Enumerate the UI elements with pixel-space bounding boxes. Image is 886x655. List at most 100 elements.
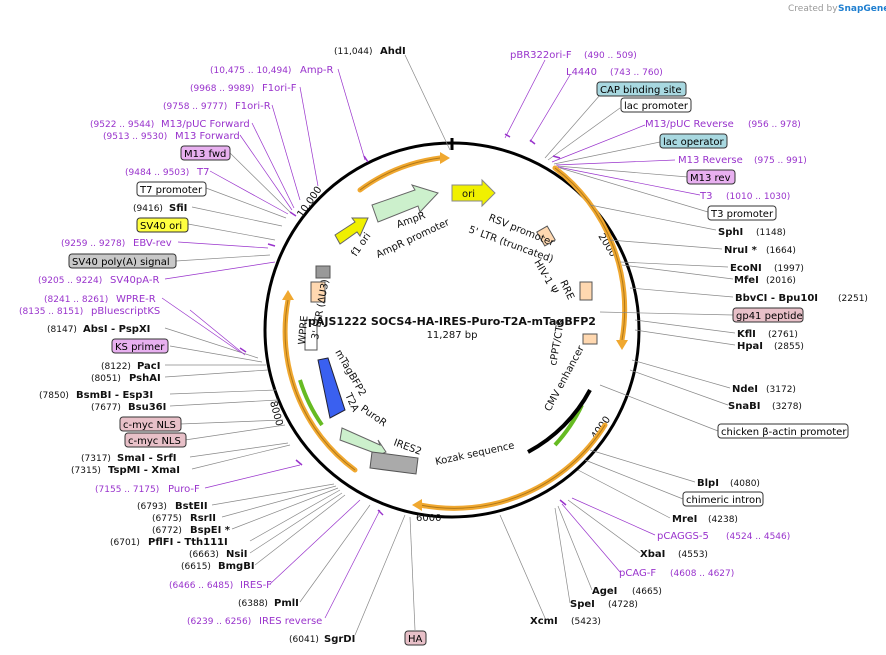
enzyme-agei: AgeI bbox=[592, 586, 617, 597]
primer-tick-7 bbox=[239, 347, 247, 353]
leader-cap bbox=[544, 94, 601, 159]
leader-ires-f bbox=[269, 499, 361, 585]
arc-2-line bbox=[554, 167, 626, 341]
enzyme-ahdi: AhdI bbox=[380, 46, 406, 57]
leader-pcag bbox=[561, 503, 621, 573]
ires2-feature bbox=[369, 451, 419, 475]
chimeric-intron-box bbox=[682, 491, 764, 507]
leader-xmai bbox=[191, 444, 291, 470]
enzyme-snabi-pos: (3278) bbox=[772, 402, 802, 412]
leader-bbvci bbox=[629, 287, 734, 298]
cmyc-nls-1-box bbox=[119, 416, 182, 432]
lac-promoter-label: lac promoter bbox=[624, 101, 689, 112]
sv40-polya-box bbox=[68, 253, 177, 269]
primer-tick-3 bbox=[552, 155, 561, 159]
ori-feature bbox=[451, 178, 496, 208]
leader-t3 bbox=[557, 166, 701, 196]
enzyme-bmgbi: BmgBI bbox=[218, 561, 255, 572]
leader-sfii bbox=[191, 206, 283, 227]
enzyme-xbai: XbaI bbox=[640, 549, 665, 560]
enzyme-smai-pos: (7317) bbox=[81, 454, 111, 464]
leader-amp-r bbox=[337, 68, 366, 161]
primer-m13-reverse: M13 Reverse bbox=[678, 155, 743, 166]
f1-ori-feature bbox=[334, 217, 369, 245]
primer-tick-8 bbox=[267, 243, 276, 247]
kozak-label: Kozak sequence bbox=[434, 440, 515, 468]
primer-f1ori-f: F1ori-F bbox=[262, 83, 297, 94]
cap-binding-box bbox=[596, 81, 687, 97]
primer-ires-rev-pos: (6239 .. 6256) bbox=[187, 617, 251, 627]
leader-xbai bbox=[567, 499, 641, 554]
arrow-head-4 bbox=[282, 290, 294, 300]
leader-nsii bbox=[249, 492, 343, 554]
gp41-box bbox=[732, 307, 804, 323]
enzyme-absi: AbsI - PspXI bbox=[83, 324, 150, 335]
enzyme-econi: EcoNI bbox=[730, 263, 762, 274]
leader-pcaggs bbox=[571, 497, 656, 536]
sv40-ori-box bbox=[136, 217, 189, 233]
enzyme-bsteii-pos: (6793) bbox=[137, 502, 167, 512]
primer-f1ori-r-pos: (9758 .. 9777) bbox=[163, 102, 227, 112]
leader-sphi bbox=[589, 204, 717, 231]
enzyme-mfei: MfeI bbox=[734, 275, 759, 286]
enzyme-bmgbi-pos: (6615) bbox=[181, 562, 211, 572]
plasmid-name: pAJS1222 SOCS4-HA-IRES-Puro-T2A-mTagBFP2 bbox=[308, 315, 596, 328]
enzyme-bsteii: BstEII bbox=[175, 501, 208, 512]
credit-text: Created by bbox=[788, 4, 838, 14]
cppt-block bbox=[582, 333, 598, 345]
primer-pbr322ori-f: pBR322ori-F bbox=[510, 50, 572, 61]
primer-f1ori-r: F1ori-R bbox=[235, 101, 271, 112]
ha-label: HA bbox=[408, 634, 423, 645]
leader-ndei bbox=[631, 359, 731, 389]
leader-m13rev bbox=[555, 159, 676, 166]
primer-puro-f: Puro-F bbox=[168, 484, 200, 495]
primer-amp-r: Amp-R bbox=[300, 65, 334, 76]
enzyme-paci: PacI bbox=[137, 361, 160, 372]
arc-1-line bbox=[359, 157, 441, 191]
primer-tick-4 bbox=[559, 499, 567, 506]
primer-pcaggs5-pos: (4524 .. 4546) bbox=[726, 532, 790, 542]
primer-m13puc-rev: M13/pUC Reverse bbox=[645, 119, 734, 130]
enzyme-sfii: SfiI bbox=[169, 203, 187, 214]
enzyme-bsmbi: BsmBI - Esp3I bbox=[76, 390, 153, 401]
primer-puro-f-pos: (7155 .. 7175) bbox=[95, 485, 159, 495]
lac-promoter-box bbox=[620, 97, 692, 113]
enzyme-pflfi-pos: (6701) bbox=[110, 538, 140, 548]
leader-blpi bbox=[589, 449, 696, 483]
wpre-block bbox=[304, 319, 318, 351]
primer-pbr322ori-f-pos: (490 .. 509) bbox=[584, 51, 637, 61]
leader-m13forward bbox=[239, 134, 293, 211]
primer-wpre-r: WPRE-R bbox=[116, 294, 156, 305]
ks-primer-box bbox=[111, 338, 169, 354]
m13-rev-box bbox=[686, 169, 736, 185]
leader-bsu36i bbox=[169, 399, 279, 407]
enzyme-bsu36i-pos: (7677) bbox=[91, 403, 121, 413]
ring-ticks: 2000 4000 6000 8000 10,000 bbox=[267, 185, 618, 524]
enzyme-pmli: PmlI bbox=[274, 598, 299, 609]
leader-t3prom bbox=[559, 167, 709, 213]
primer-ticks bbox=[239, 133, 567, 516]
enzyme-ndei-pos: (3172) bbox=[766, 385, 796, 395]
gp41-label: gp41 peptide bbox=[736, 311, 803, 322]
primer-tick-1 bbox=[504, 133, 511, 138]
primer-tick-2 bbox=[529, 139, 536, 145]
enzyme-hpai: HpaI bbox=[737, 341, 763, 352]
primer-pcag-f: pCAG-F bbox=[619, 568, 656, 579]
cap-binding-label: CAP binding site bbox=[600, 85, 682, 96]
leader-t7prom bbox=[205, 187, 287, 219]
enzyme-nsii: NsiI bbox=[226, 549, 247, 560]
leader-cmyc2 bbox=[184, 424, 286, 441]
tick-10000: 10,000 bbox=[295, 185, 324, 220]
leader-lacop bbox=[553, 141, 661, 165]
leader-bsmbi bbox=[169, 389, 277, 395]
enzyme-rsrii: RsrII bbox=[190, 513, 216, 524]
leader-pbr322 bbox=[504, 59, 546, 139]
ks-primer-label: KS primer bbox=[115, 342, 165, 353]
leader-mrei bbox=[577, 469, 671, 519]
primer-ebv-rev-pos: (9259 .. 9278) bbox=[61, 239, 125, 249]
leader-f1ori-r bbox=[271, 104, 301, 201]
primer-m13-reverse-pos: (975 .. 991) bbox=[754, 156, 807, 166]
leader-m13puc-rev bbox=[551, 124, 646, 163]
chimeric-intron-label: chimeric intron bbox=[686, 495, 761, 506]
